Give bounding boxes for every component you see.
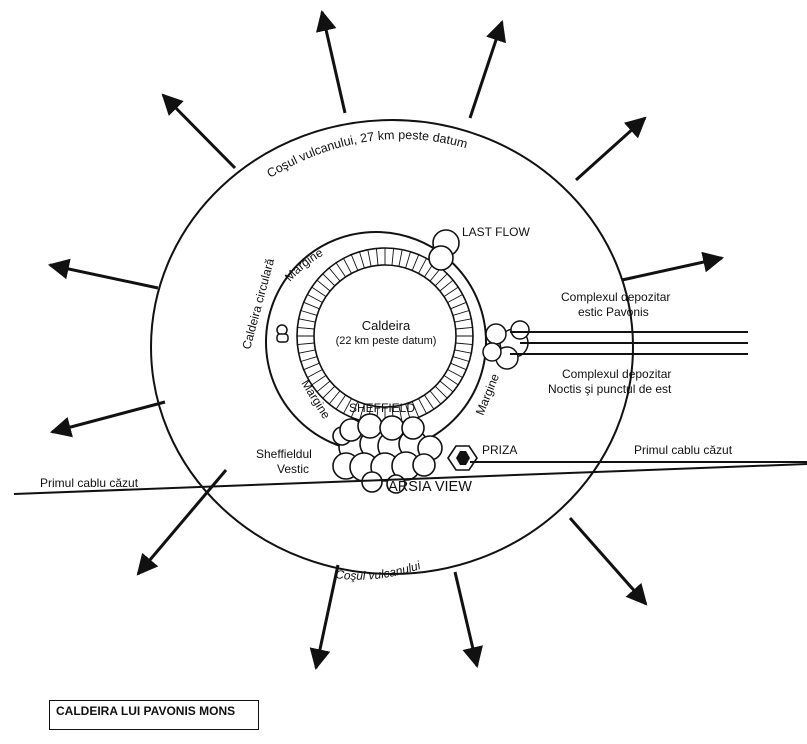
margin-left-label: Margine	[298, 377, 333, 421]
margin-hatch-tick	[328, 267, 341, 282]
arsia-view-label: ARSIA VIEW	[388, 479, 472, 495]
arrow-e	[621, 251, 725, 282]
margin-hatch-tick	[418, 398, 427, 414]
arrow-n	[315, 9, 347, 114]
margin-hatch-tick	[443, 286, 459, 297]
east-depot-label-1: Complexul depozitar	[561, 290, 670, 304]
margin-hatch-tick	[439, 279, 454, 292]
margin-hatch-tick	[454, 349, 472, 354]
margin-hatch-tick	[375, 248, 379, 266]
margin-hatch-tick	[300, 310, 318, 316]
svg-text:Coşul vulcanului: Coşul vulcanului	[335, 558, 423, 583]
svg-text:Coşul vulcanului, 27 km peste: Coşul vulcanului, 27 km peste datum	[265, 128, 469, 181]
cable-lines	[13, 331, 807, 495]
margin-hatch-tick	[398, 249, 403, 267]
arrow-nw	[161, 93, 237, 170]
margin-right-label: Margine	[473, 371, 502, 417]
margin-hatch-tick	[455, 342, 473, 346]
caldera-title: Caldeira	[362, 318, 411, 333]
margin-hatch-tick	[297, 342, 315, 346]
volcano-cone-outline	[150, 119, 634, 575]
arrow-ne	[574, 116, 647, 182]
margin-hatch-tick	[303, 301, 320, 310]
circular-caldera-label: Caldeira circulară	[239, 257, 277, 351]
cone-bottom-label: Coşul vulcanului	[335, 558, 423, 583]
margin-hatch-tick	[316, 279, 331, 292]
margin-hatch-tick	[297, 326, 315, 330]
margin-hatch-tick	[450, 362, 467, 371]
margin-hatch-tick	[455, 326, 473, 330]
margin-hatch-tick	[429, 390, 442, 405]
margin-hatch-tick	[367, 249, 372, 267]
margin-hatch-tick	[405, 251, 411, 269]
margin-hatch-tick	[335, 394, 346, 410]
first-cable-right-label: Primul cablu căzut	[634, 443, 733, 457]
last-flow-label: LAST FLOW	[462, 225, 530, 239]
arrow-wsw	[49, 400, 166, 438]
margin-hatch-tick	[447, 294, 463, 303]
labels: Coşul vulcanului, 27 km peste datum Coşu…	[40, 128, 733, 583]
noctis-label-2: Noctis şi punctul de est	[548, 382, 672, 396]
margin-hatch-tick	[307, 294, 323, 303]
last-flow-settlement	[428, 229, 460, 271]
margin-hatch-tick	[307, 369, 323, 378]
margin-hatch-tick	[335, 262, 346, 278]
priza-label: PRIZA	[482, 443, 517, 457]
west-sheffield-label-2: Vestic	[277, 462, 309, 476]
west-sheffield-label-1: Sheffieldul	[256, 447, 312, 461]
margin-hatch-tick	[452, 310, 470, 316]
small-structure-west	[276, 324, 289, 343]
arrow-w	[47, 258, 159, 290]
margin-hatch-tick	[424, 394, 435, 410]
east-depot-cluster	[482, 320, 530, 370]
legend-box: CALDEIRA LUI PAVONIS MONS	[49, 700, 259, 730]
east-depot-label-2: estic Pavonis	[578, 305, 649, 319]
arrow-nne	[468, 20, 506, 119]
margin-hatch-tick	[443, 375, 459, 386]
margin-hatch-tick	[359, 403, 365, 421]
margin-hatch-tick	[343, 258, 352, 274]
margin-hatch-tick	[311, 375, 327, 386]
margin-hatch-tick	[411, 254, 420, 271]
noctis-label-1: Complexul depozitar	[562, 367, 671, 381]
arrow-s	[309, 564, 340, 671]
radial-flow-arrows	[47, 9, 725, 671]
margin-hatch-tick	[391, 248, 395, 266]
margin-hatch-tick	[447, 369, 463, 378]
margin-hatch-tick	[452, 356, 470, 362]
margin-hatch-tick	[328, 390, 341, 405]
margin-hatch-tick	[311, 286, 327, 297]
margin-hatch-tick	[411, 401, 420, 418]
margin-hatch-tick	[418, 258, 427, 274]
margin-hatch-tick	[434, 273, 448, 287]
margin-hatch-tick	[343, 398, 352, 414]
caldera-subtitle: (22 km peste datum)	[336, 335, 437, 347]
margin-hatch-tick	[359, 251, 365, 269]
sheffield-cluster	[332, 413, 443, 494]
arrow-se	[568, 517, 648, 606]
margin-hatch-tick	[303, 362, 320, 371]
margin-hatch-tick	[316, 380, 331, 393]
cone-top-label: Coşul vulcanului, 27 km peste datum	[265, 128, 469, 181]
margin-hatch-tick	[322, 273, 336, 287]
margin-hatch-tick	[454, 318, 472, 323]
margin-hatch-tick	[350, 401, 359, 418]
margin-hatch-tick	[300, 356, 318, 362]
margin-hatch-tick	[434, 385, 448, 399]
margin-hatch-tick	[350, 254, 359, 271]
first-cable-left-label: Primul cablu căzut	[40, 476, 139, 490]
sheffield-label: SHEFFIELD	[349, 401, 415, 415]
legend-title: CALDEIRA LUI PAVONIS MONS	[56, 704, 236, 718]
margin-hatch-tick	[298, 349, 316, 354]
margin-hatch-tick	[322, 385, 336, 399]
margin-hatch-tick	[298, 318, 316, 323]
first-fallen-cable	[13, 463, 807, 495]
arrow-sse	[453, 571, 483, 669]
priza-hexagon	[447, 445, 478, 471]
margin-hatch-tick	[450, 301, 467, 310]
margin-hatch-tick	[439, 380, 454, 393]
margin-hatch-tick	[398, 405, 403, 423]
